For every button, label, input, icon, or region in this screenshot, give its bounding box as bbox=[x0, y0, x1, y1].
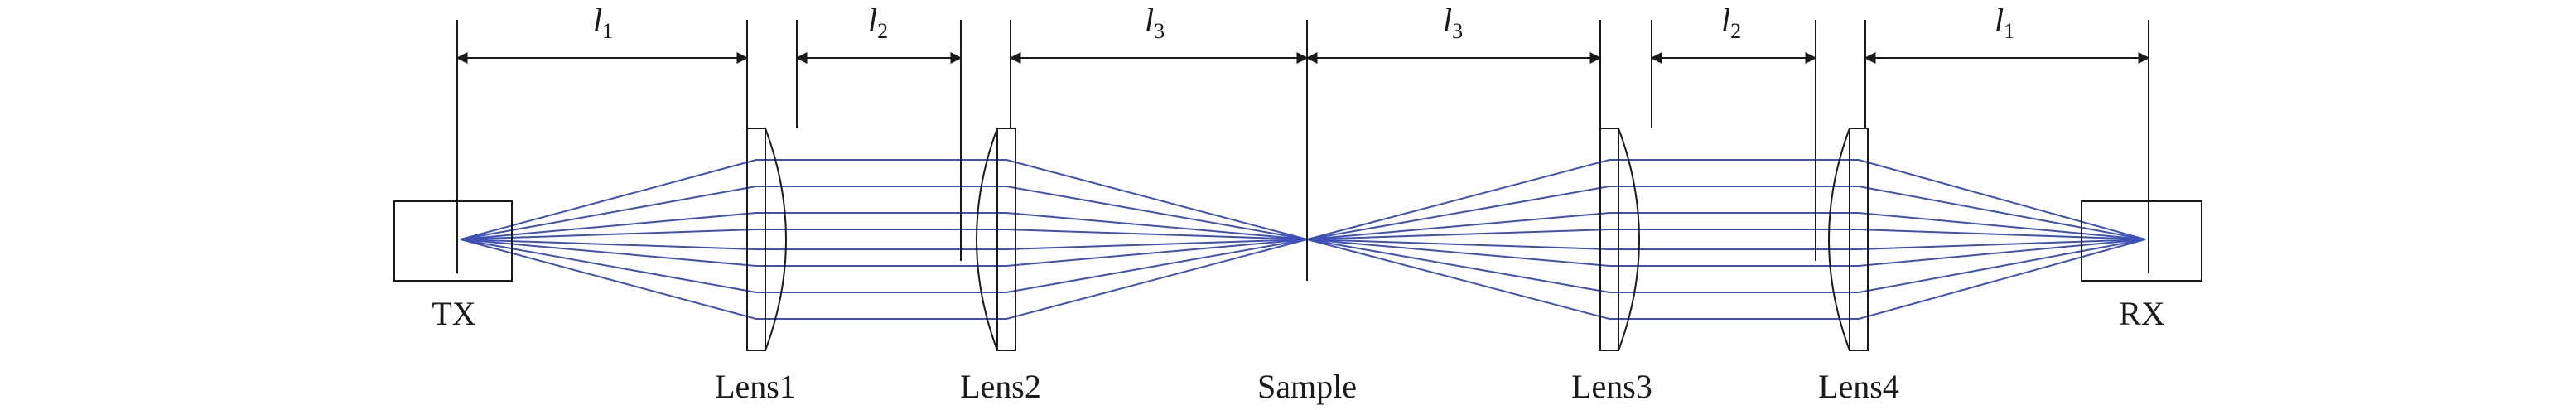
lens1 bbox=[746, 128, 787, 351]
dim-label-l3-left: l3 bbox=[1145, 2, 1165, 43]
tx-label: TX bbox=[432, 295, 475, 332]
lens3-label: Lens3 bbox=[1571, 368, 1652, 405]
beam-ray-1 bbox=[460, 159, 2146, 241]
beam-ray-3 bbox=[460, 212, 2146, 241]
dim-label-l1-right: l1 bbox=[1995, 2, 2014, 43]
lens1-label: Lens1 bbox=[715, 368, 796, 405]
lens4 bbox=[1828, 128, 1869, 351]
beam-rays bbox=[460, 159, 2146, 320]
lens3 bbox=[1599, 128, 1640, 351]
lens2 bbox=[976, 128, 1016, 351]
rx-label: RX bbox=[2119, 295, 2165, 332]
beam-ray-8 bbox=[460, 238, 2146, 320]
reference-lines bbox=[456, 20, 2149, 281]
dim-label-l1-left: l1 bbox=[593, 2, 613, 43]
dim-label-l2-right: l2 bbox=[1721, 2, 1741, 43]
tx-box bbox=[393, 200, 513, 282]
lens2-label: Lens2 bbox=[960, 368, 1041, 405]
dim-label-l2-left: l2 bbox=[868, 2, 888, 43]
rx-box bbox=[2081, 200, 2202, 282]
sample-label: Sample bbox=[1257, 368, 1357, 405]
lens4-label: Lens4 bbox=[1818, 368, 1899, 405]
dim-label-l3-right: l3 bbox=[1443, 2, 1463, 43]
beam-ray-6 bbox=[460, 238, 2146, 267]
